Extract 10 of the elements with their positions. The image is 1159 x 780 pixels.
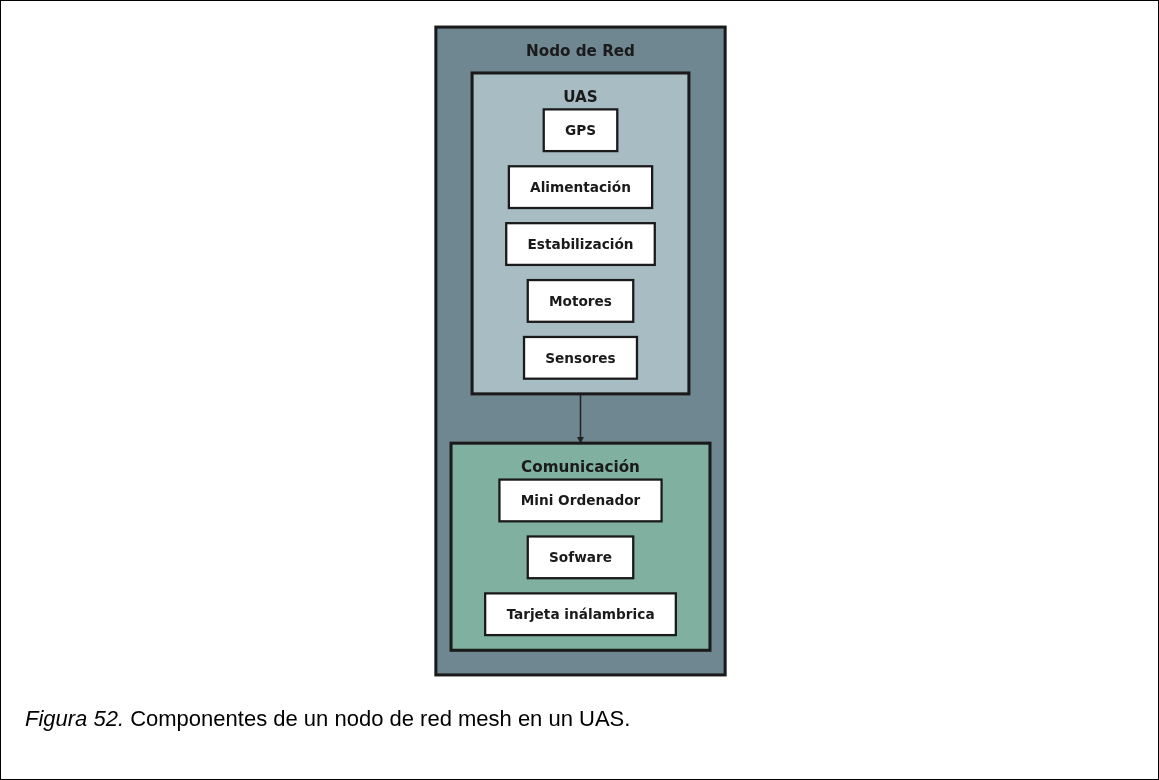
node-box: Sofware (526, 535, 635, 580)
node-box: Tarjeta inálambrica (484, 592, 677, 637)
node-box: GPS (542, 108, 619, 153)
node-box: Mini Ordenador (498, 478, 663, 523)
node-box: Motores (526, 278, 635, 323)
node-box: Estabilización (505, 222, 656, 267)
node-box: Alimentación (507, 165, 654, 210)
arrow (577, 393, 584, 444)
figure-caption: Figura 52. Componentes de un nodo de red mesh en un UAS. (25, 706, 631, 732)
node-box: Sensores (522, 335, 639, 380)
